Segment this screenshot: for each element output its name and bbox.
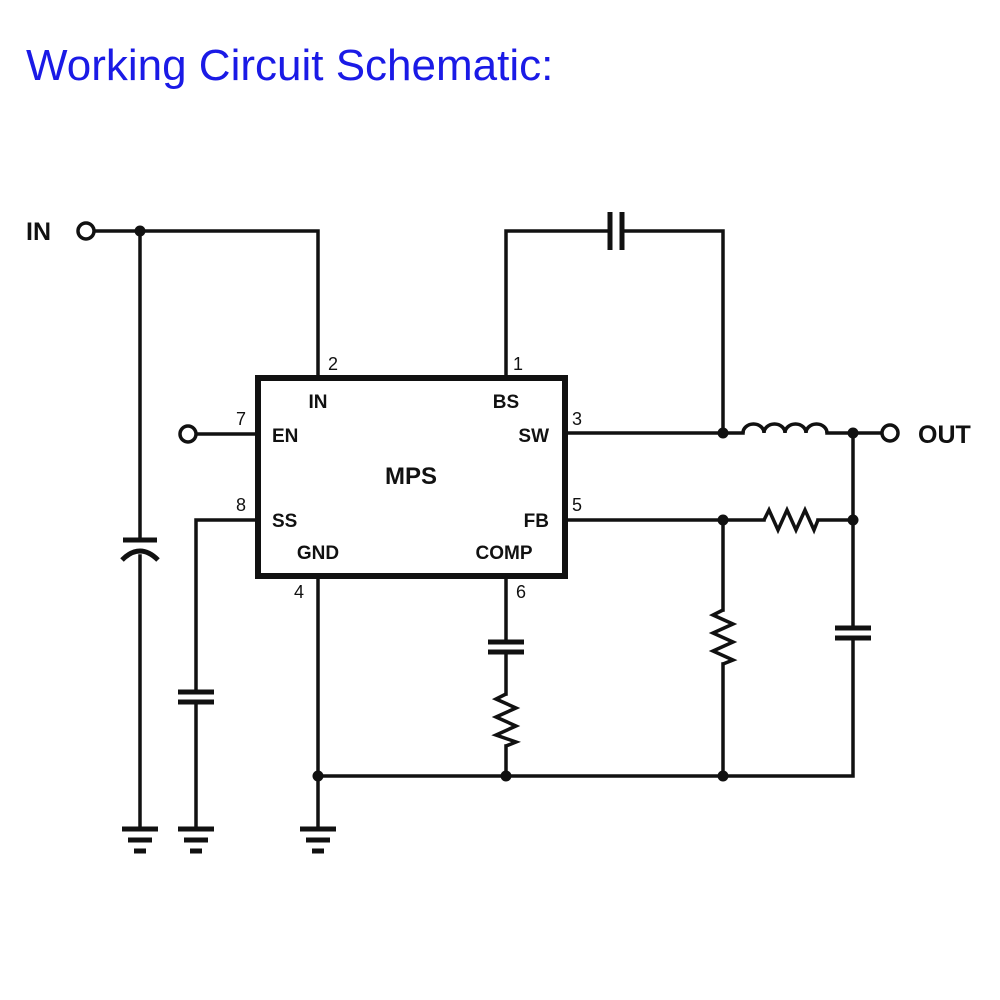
- pin-number-4: 4: [294, 582, 304, 602]
- pin-number-2: 2: [328, 354, 338, 374]
- feedback-upper-resistor: [762, 505, 820, 535]
- pin-number-3: 3: [572, 409, 582, 429]
- pin-name-in: IN: [309, 392, 328, 413]
- input-terminal-label: IN: [26, 218, 51, 246]
- compensation-resistor: [491, 692, 521, 748]
- schematic-title: Working Circuit Schematic:: [26, 41, 554, 90]
- pin-number-5: 5: [572, 495, 582, 515]
- pin-number-8: 8: [236, 495, 246, 515]
- pin-name-comp: COMP: [476, 543, 533, 564]
- enable-terminal: [178, 424, 198, 444]
- pin-name-ss: SS: [272, 511, 297, 532]
- pin-name-bs: BS: [493, 392, 519, 413]
- ground-icon: [122, 826, 158, 854]
- pin-name-fb: FB: [524, 511, 549, 532]
- bootstrap-capacitor: [607, 212, 625, 250]
- ground-icon: [178, 826, 214, 854]
- pin-number-7: 7: [236, 409, 246, 429]
- output-capacitor: [835, 625, 871, 641]
- input-capacitor: [120, 537, 160, 562]
- pin-name-gnd: GND: [297, 543, 339, 564]
- ic-chip: [255, 375, 568, 579]
- ground-icon: [300, 826, 336, 854]
- junction-dots: [134, 225, 859, 782]
- compensation-capacitor: [488, 639, 524, 655]
- soft-start-capacitor: [178, 689, 214, 705]
- pin-number-1: 1: [513, 354, 523, 374]
- input-terminal: [76, 221, 96, 241]
- chip-name: MPS: [385, 463, 437, 490]
- pin-name-en: EN: [272, 426, 298, 447]
- output-inductor: [741, 422, 829, 434]
- output-terminal-label: OUT: [918, 421, 971, 449]
- feedback-lower-resistor: [708, 608, 738, 666]
- pin-name-sw: SW: [518, 426, 549, 447]
- output-terminal: [880, 423, 900, 443]
- pin-number-6: 6: [516, 582, 526, 602]
